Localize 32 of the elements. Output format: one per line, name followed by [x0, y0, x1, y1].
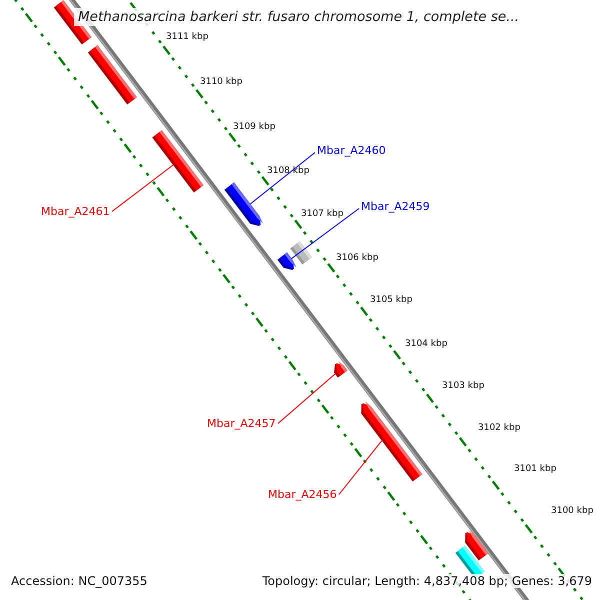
gene-feature — [224, 182, 264, 226]
leader-line — [112, 164, 174, 212]
tick-label: 3106 kbp — [336, 253, 378, 263]
tick-label: 3110 kbp — [200, 77, 242, 87]
tick-label: 3107 kbp — [301, 209, 344, 219]
gene-feature — [334, 361, 348, 378]
leader-line — [338, 440, 382, 495]
summary-text: Topology: circular; Length: 4,837,408 bp; Genes: 3,679 — [260, 574, 594, 588]
gene-label: Mbar_A2459 — [361, 200, 430, 213]
tick-label: 3101 kbp — [514, 464, 556, 474]
gene-label: Mbar_A2457 — [207, 417, 276, 430]
gene-label: Mbar_A2461 — [41, 205, 110, 218]
gene-feature — [88, 45, 137, 104]
gene-feature — [152, 130, 204, 192]
tick-label: 3111 kbp — [166, 32, 208, 42]
tick-label: 3104 kbp — [405, 339, 448, 349]
leader-line — [291, 208, 360, 260]
accession-text: Accession: NC_007355 — [9, 574, 150, 588]
tick-label: 3109 kbp — [233, 122, 276, 132]
gene-feature — [361, 401, 422, 482]
leader-line — [250, 152, 316, 204]
tick-label: 3102 kbp — [478, 423, 520, 433]
tick-label: 3105 kbp — [370, 295, 412, 305]
gene-feature — [465, 530, 488, 560]
gene-label: Mbar_A2456 — [268, 488, 337, 501]
gene-label: Mbar_A2460 — [317, 144, 386, 157]
gene-feature — [290, 241, 312, 264]
leader-line — [278, 373, 336, 424]
tick-label: 3108 kbp — [267, 166, 310, 176]
tick-label: 3103 kbp — [442, 381, 484, 391]
gene-feature — [277, 252, 296, 270]
tick-label: 3100 kbp — [551, 506, 594, 516]
